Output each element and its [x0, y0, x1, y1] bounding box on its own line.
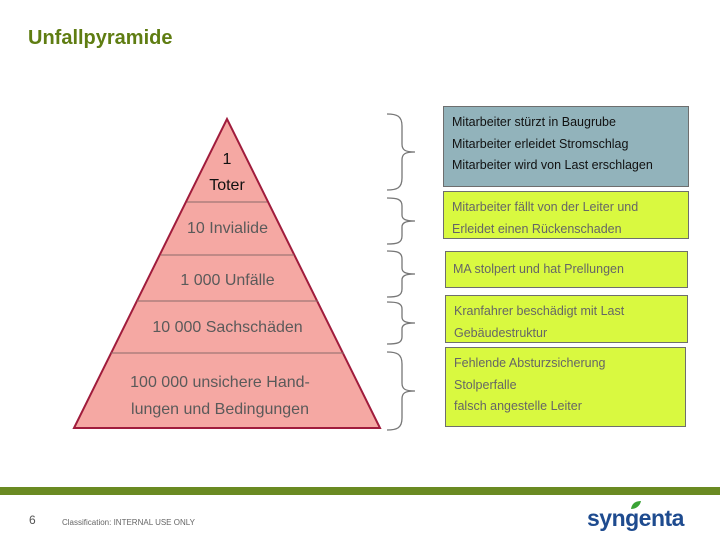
pyramid-level-accidents: 1 000 Unfälle — [180, 272, 275, 289]
leaf-icon — [631, 501, 641, 509]
example-box-unsafe-acts: Fehlende Absturzsicherung Stolperfalle f… — [445, 347, 686, 427]
brace-icon — [386, 113, 416, 191]
brace-icon — [386, 301, 416, 345]
pyramid-level-invalids: 10 Invialide — [187, 220, 268, 237]
syngenta-logo: syngenta — [587, 505, 684, 531]
brace-icon — [386, 250, 416, 298]
brace-icon — [386, 351, 416, 431]
example-line: Kranfahrer beschädigt mit Last — [454, 304, 625, 318]
pyramid-level-unsafe-acts-line2: lungen und Bedingungen — [131, 401, 309, 418]
brace-icon — [386, 197, 416, 245]
pyramid-level-unsafe-acts: 100 000 unsichere Hand- lungen und Bedin… — [90, 369, 350, 423]
example-line: Stolperfalle — [454, 377, 517, 392]
example-line: MA stolpert und hat Prellungen — [453, 262, 624, 276]
example-box-fatality: Mitarbeiter stürzt in Baugrube Mitarbeit… — [443, 106, 689, 187]
example-box-accident: MA stolpert und hat Prellungen — [445, 251, 688, 288]
example-line: Erleidet einen Rückenschaden — [452, 221, 622, 236]
example-line: Mitarbeiter stürzt in Baugrube — [452, 115, 616, 129]
pyramid-level-unsafe-acts-line1: 100 000 unsichere Hand- — [130, 374, 310, 391]
classification-label: Classification: INTERNAL USE ONLY — [62, 518, 195, 527]
page-number: 6 — [29, 513, 36, 527]
example-box-property-damage: Kranfahrer beschädigt mit Last Gebäudest… — [445, 295, 688, 343]
example-line: falsch angestelle Leiter — [454, 399, 582, 413]
pyramid-level-fatality: 1 Toter — [187, 147, 267, 199]
pyramid-level-fatality-count: 1 — [222, 151, 232, 168]
example-line: Fehlende Absturzsicherung — [454, 356, 606, 370]
slide-title: Unfallpyramide — [28, 27, 173, 49]
pyramid-level-fatality-label: Toter — [209, 177, 245, 194]
example-line: Mitarbeiter erleidet Stromschlag — [452, 136, 629, 151]
example-line: Gebäudestruktur — [454, 325, 548, 340]
example-line: Mitarbeiter wird von Last erschlagen — [452, 158, 653, 172]
example-line: Mitarbeiter fällt von der Leiter und — [452, 200, 639, 214]
example-box-invalid: Mitarbeiter fällt von der Leiter und Erl… — [443, 191, 689, 239]
footer-bar — [0, 487, 720, 495]
pyramid-level-property-damage: 10 000 Sachschäden — [152, 319, 303, 336]
